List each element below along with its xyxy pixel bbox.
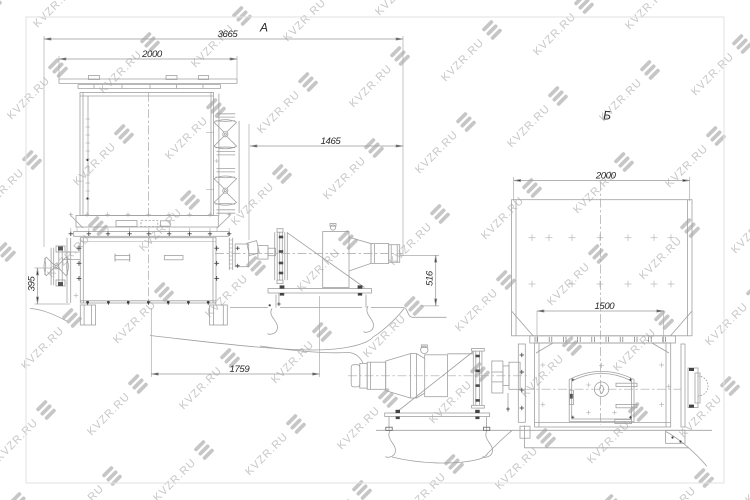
svg-text:1759: 1759 bbox=[230, 364, 251, 375]
svg-text:3665: 3665 bbox=[218, 29, 239, 40]
svg-text:516: 516 bbox=[425, 270, 436, 286]
svg-text:1500: 1500 bbox=[594, 301, 615, 312]
svg-text:2000: 2000 bbox=[595, 170, 617, 181]
svg-text:Б: Б bbox=[603, 109, 611, 123]
svg-text:2000: 2000 bbox=[141, 49, 163, 60]
svg-text:1465: 1465 bbox=[321, 136, 342, 147]
svg-text:395: 395 bbox=[27, 276, 38, 292]
svg-text:А: А bbox=[259, 21, 268, 35]
